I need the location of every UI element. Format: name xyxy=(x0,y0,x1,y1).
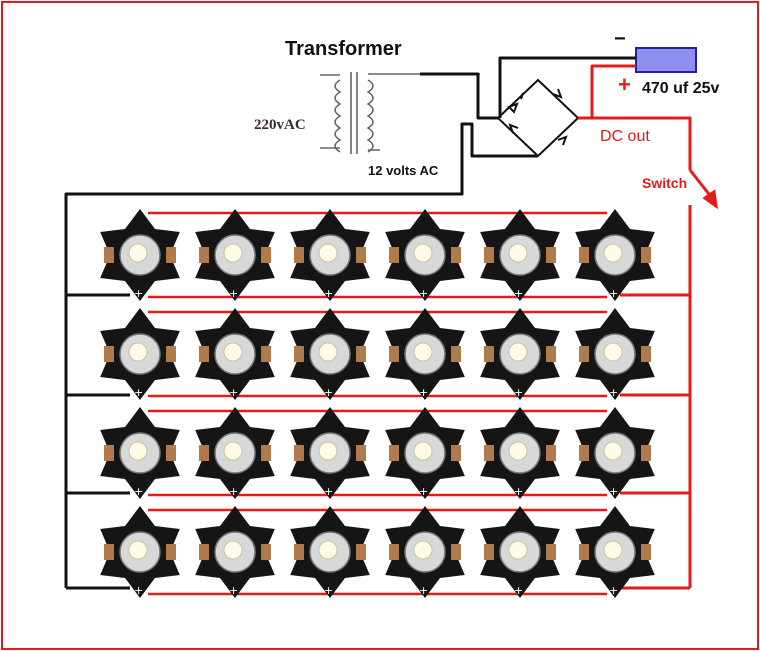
svg-text:+: + xyxy=(209,512,218,525)
svg-text:+: + xyxy=(419,386,428,399)
svg-text:+: + xyxy=(589,215,598,228)
led-star-icon: ++ xyxy=(290,308,370,400)
led-star-icon: ++ xyxy=(575,308,655,400)
svg-text:+: + xyxy=(114,413,123,426)
svg-text:+: + xyxy=(609,485,618,498)
capacitor-minus-label: − xyxy=(614,28,626,50)
svg-text:+: + xyxy=(324,386,333,399)
led-star-icon: ++ xyxy=(480,506,560,598)
svg-text:+: + xyxy=(304,215,313,228)
svg-text:+: + xyxy=(609,584,618,597)
led-star-icon: ++ xyxy=(575,506,655,598)
svg-text:+: + xyxy=(209,413,218,426)
capacitor-icon xyxy=(635,47,697,73)
svg-text:+: + xyxy=(134,485,143,498)
svg-text:+: + xyxy=(134,584,143,597)
input-voltage-label: 220vAC xyxy=(254,117,306,133)
svg-text:+: + xyxy=(324,287,333,300)
bridge-rectifier-icon xyxy=(496,78,580,158)
svg-text:+: + xyxy=(229,485,238,498)
svg-text:+: + xyxy=(304,314,313,327)
svg-text:+: + xyxy=(324,485,333,498)
switch-label: Switch xyxy=(642,175,688,191)
led-star-icon: ++ xyxy=(195,209,275,301)
led-star-icon: ++ xyxy=(100,209,180,301)
switch-icon xyxy=(688,169,718,210)
led-star-icon: ++ xyxy=(385,407,465,499)
led-star-icon: ++ xyxy=(195,407,275,499)
capacitor-plus-label: + xyxy=(618,72,631,97)
svg-text:+: + xyxy=(494,413,503,426)
svg-text:+: + xyxy=(324,584,333,597)
led-star-icon: ++ xyxy=(575,407,655,499)
led-array: ++++++++++++++++++++++++++++++++++++++++… xyxy=(100,209,655,598)
led-star-icon: ++ xyxy=(480,407,560,499)
led-star-icon: ++ xyxy=(385,209,465,301)
led-star-icon: ++ xyxy=(100,506,180,598)
svg-text:+: + xyxy=(304,512,313,525)
transformer-title: Transformer xyxy=(285,38,402,60)
svg-text:+: + xyxy=(514,485,523,498)
svg-text:+: + xyxy=(419,584,428,597)
svg-text:+: + xyxy=(609,287,618,300)
svg-text:+: + xyxy=(494,512,503,525)
positive-wiring xyxy=(578,64,692,590)
svg-text:+: + xyxy=(114,215,123,228)
svg-text:+: + xyxy=(514,584,523,597)
dc-out-label: DC out xyxy=(600,128,650,145)
led-star-icon: ++ xyxy=(480,209,560,301)
svg-text:+: + xyxy=(399,413,408,426)
led-star-icon: ++ xyxy=(480,308,560,400)
svg-text:+: + xyxy=(514,287,523,300)
svg-text:+: + xyxy=(589,512,598,525)
led-star-icon: ++ xyxy=(385,506,465,598)
svg-text:+: + xyxy=(229,584,238,597)
svg-text:+: + xyxy=(134,287,143,300)
svg-text:+: + xyxy=(589,413,598,426)
svg-text:+: + xyxy=(209,314,218,327)
capacitor-label: 470 uf 25v xyxy=(642,80,720,97)
svg-text:+: + xyxy=(494,215,503,228)
led-star-icon: ++ xyxy=(100,407,180,499)
svg-text:+: + xyxy=(514,386,523,399)
led-star-icon: ++ xyxy=(290,506,370,598)
svg-text:+: + xyxy=(589,314,598,327)
led-star-icon: ++ xyxy=(290,209,370,301)
svg-text:+: + xyxy=(114,314,123,327)
output-voltage-label: 12 volts AC xyxy=(368,163,439,178)
transformer-icon xyxy=(320,72,480,154)
negative-wiring xyxy=(64,56,636,590)
svg-text:+: + xyxy=(114,512,123,525)
svg-text:+: + xyxy=(399,314,408,327)
led-star-icon: ++ xyxy=(195,308,275,400)
svg-text:+: + xyxy=(399,215,408,228)
svg-text:+: + xyxy=(419,485,428,498)
led-star-icon: ++ xyxy=(290,407,370,499)
led-star-icon: ++ xyxy=(195,506,275,598)
svg-text:+: + xyxy=(229,287,238,300)
svg-text:+: + xyxy=(399,512,408,525)
svg-text:+: + xyxy=(304,413,313,426)
svg-text:+: + xyxy=(229,386,238,399)
led-star-icon: ++ xyxy=(100,308,180,400)
svg-text:+: + xyxy=(494,314,503,327)
led-star-icon: ++ xyxy=(385,308,465,400)
svg-text:+: + xyxy=(209,215,218,228)
led-star-icon: ++ xyxy=(575,209,655,301)
svg-text:+: + xyxy=(609,386,618,399)
svg-text:+: + xyxy=(419,287,428,300)
svg-text:+: + xyxy=(134,386,143,399)
